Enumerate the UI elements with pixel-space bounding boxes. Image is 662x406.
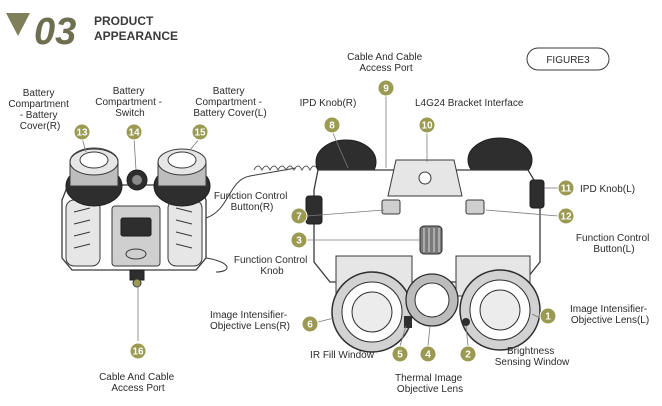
badge-1: 1 xyxy=(539,307,557,325)
badge-8: 8 xyxy=(323,116,341,134)
svg-text:4: 4 xyxy=(425,350,431,361)
night-vision-goggle xyxy=(305,137,545,353)
header-number: 03 xyxy=(34,11,76,53)
badge-9: 9 xyxy=(377,79,395,97)
svg-text:8: 8 xyxy=(329,121,335,132)
figure-label-box: FIGURE3 xyxy=(526,47,610,71)
svg-text:10: 10 xyxy=(421,121,433,132)
label-16: Cable And Cable Access Port xyxy=(99,372,177,394)
svg-text:13: 13 xyxy=(76,128,88,139)
badge-14: 14 xyxy=(125,123,143,141)
label-12: Function Control Button(L) xyxy=(576,233,652,255)
label-13: Battery Compartment - Battery Cover(R) xyxy=(8,88,71,132)
svg-text:15: 15 xyxy=(194,128,206,139)
svg-text:2: 2 xyxy=(465,350,471,361)
label-4: Thermal Image Objective Lens xyxy=(395,373,465,395)
label-9: Cable And Cable Access Port xyxy=(347,52,425,74)
svg-text:7: 7 xyxy=(296,212,302,223)
callout-labels: Battery Compartment - Battery Cover(R) B… xyxy=(8,52,652,395)
label-10: L4G24 Bracket Interface xyxy=(415,98,524,109)
svg-text:16: 16 xyxy=(132,347,144,358)
svg-text:14: 14 xyxy=(128,128,140,139)
label-7: Function Control Button(R) xyxy=(214,191,290,213)
svg-text:9: 9 xyxy=(383,84,389,95)
leader-lines xyxy=(81,95,559,347)
badge-4: 4 xyxy=(419,345,437,363)
svg-text:12: 12 xyxy=(560,212,572,223)
svg-text:3: 3 xyxy=(296,236,302,247)
label-8: IPD Knob(R) xyxy=(300,98,357,109)
battery-pack xyxy=(61,147,211,288)
badge-11: 11 xyxy=(557,179,575,197)
header-title-line1: PRODUCT xyxy=(94,14,154,28)
badge-12: 12 xyxy=(557,207,575,225)
label-5: IR Fill Window xyxy=(310,350,375,361)
label-11: IPD Knob(L) xyxy=(580,184,635,195)
label-3: Function Control Knob xyxy=(234,255,310,277)
badge-16: 16 xyxy=(129,342,147,360)
label-2: Brightness Sensing Window xyxy=(495,346,570,368)
badge-7: 7 xyxy=(290,207,308,225)
header-title-line2: APPEARANCE xyxy=(94,29,178,43)
label-14: Battery Compartment - Switch xyxy=(95,86,164,119)
svg-text:5: 5 xyxy=(397,350,403,361)
badges: 13 14 15 16 8 9 10 11 xyxy=(73,79,575,363)
svg-text:11: 11 xyxy=(561,184,572,195)
badge-15: 15 xyxy=(191,123,209,141)
badge-6: 6 xyxy=(301,315,319,333)
section-header: 03 PRODUCT APPEARANCE xyxy=(6,11,178,53)
badge-10: 10 xyxy=(418,116,436,134)
badge-2: 2 xyxy=(459,345,477,363)
svg-text:1: 1 xyxy=(545,312,551,323)
label-1: Image Intensifier- Objective Lens(L) xyxy=(570,304,650,326)
badge-3: 3 xyxy=(290,231,308,249)
label-15: Battery Compartment - Battery Cover(L) xyxy=(193,86,266,119)
header-triangle-icon xyxy=(6,13,30,36)
svg-text:6: 6 xyxy=(307,320,313,331)
figure-label: FIGURE3 xyxy=(546,55,590,66)
badge-13: 13 xyxy=(73,123,91,141)
label-6: Image Intensifier- Objective Lens(R) xyxy=(210,310,290,332)
badge-5: 5 xyxy=(391,345,409,363)
